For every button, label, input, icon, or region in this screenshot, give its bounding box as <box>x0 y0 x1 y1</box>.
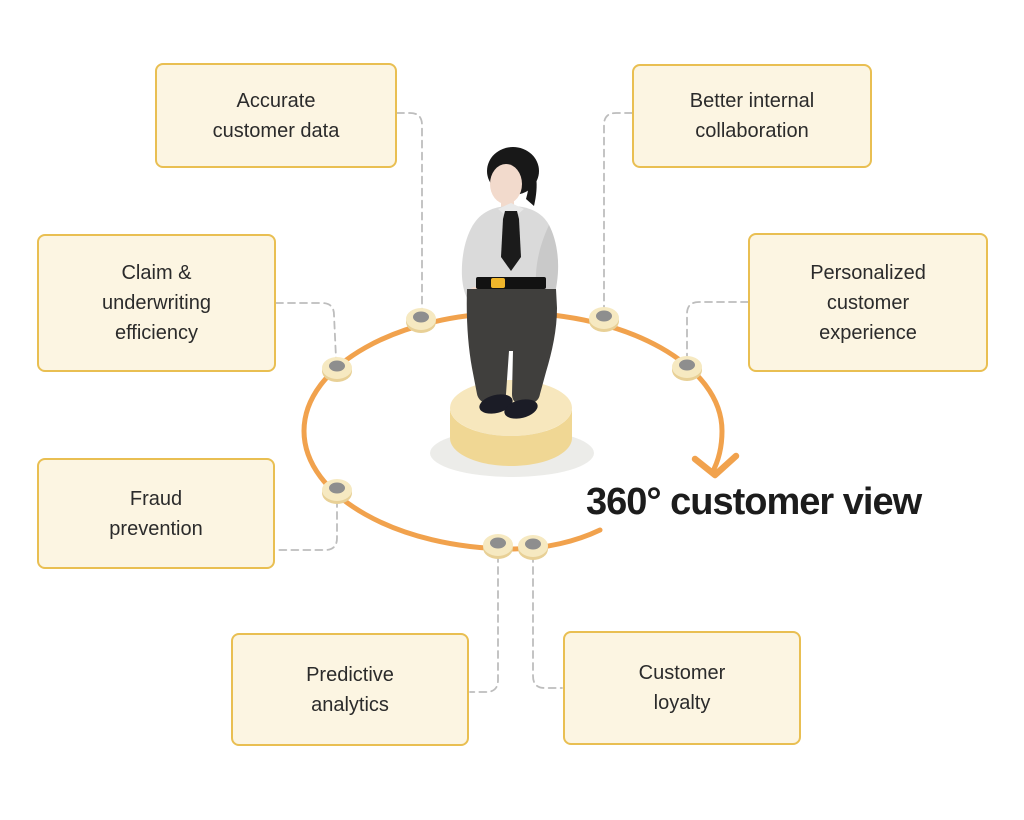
ring-node-personalized-customer-experience <box>672 356 702 381</box>
person-face <box>490 164 522 204</box>
connector-customer-loyalty <box>532 554 563 689</box>
person-belt <box>476 277 546 289</box>
person-hair-sweep <box>525 158 537 206</box>
connector-better-internal-collaboration <box>603 112 633 309</box>
connector-accurate-customer-data <box>396 112 423 310</box>
person-illustration <box>461 147 559 419</box>
benefit-box-label: Fraud prevention <box>109 487 203 540</box>
person-left-shoe <box>479 394 513 414</box>
benefit-box-label: Accurate customer data <box>212 89 340 142</box>
benefit-box-label: Better internal collaboration <box>689 90 815 142</box>
person-pants <box>466 289 557 403</box>
person-belt-buckle <box>491 278 505 288</box>
ring-node-customer-loyalty <box>518 535 548 560</box>
person-tie-knot <box>503 211 519 219</box>
connector-claim-underwriting-efficiency <box>275 302 337 359</box>
connector-personalized-customer-experience <box>686 301 749 358</box>
ring-node-claim-underwriting-efficiency <box>322 357 352 382</box>
ring-node-better-internal-collaboration <box>589 307 619 332</box>
podium <box>430 380 594 477</box>
connector-fraud-prevention <box>275 499 338 551</box>
benefit-box-customer-loyalty: Customer loyalty <box>563 631 801 745</box>
benefit-box-personalized-customer-experience: Personalized customer experience <box>748 233 988 372</box>
connector-predictive-analytics <box>469 554 499 693</box>
benefit-box-better-internal-collaboration: Better internal collaboration <box>632 64 872 168</box>
ring-node-predictive-analytics <box>483 534 513 559</box>
benefit-box-label: Personalized customer experience <box>810 261 926 344</box>
benefit-box-claim-underwriting-efficiency: Claim & underwriting efficiency <box>37 234 276 372</box>
ring-arrow-tail <box>510 310 725 476</box>
podium-side <box>450 408 572 466</box>
benefit-box-label: Claim & underwriting efficiency <box>102 262 211 344</box>
ring-arrowhead-icon <box>691 452 740 479</box>
person-tie <box>501 219 521 271</box>
ring-node-fraud-prevention <box>322 479 352 504</box>
benefit-box-fraud-prevention: Fraud prevention <box>37 458 275 569</box>
benefit-box-label: Predictive analytics <box>306 663 394 716</box>
ring-node-accurate-customer-data <box>406 308 436 333</box>
benefit-box-predictive-analytics: Predictive analytics <box>231 633 469 746</box>
benefit-box-accurate-customer-data: Accurate customer data <box>155 63 397 168</box>
person-right-shoe <box>504 399 538 419</box>
diagram-title: 360° customer view <box>586 481 922 523</box>
benefit-box-label: Customer loyalty <box>638 662 726 714</box>
